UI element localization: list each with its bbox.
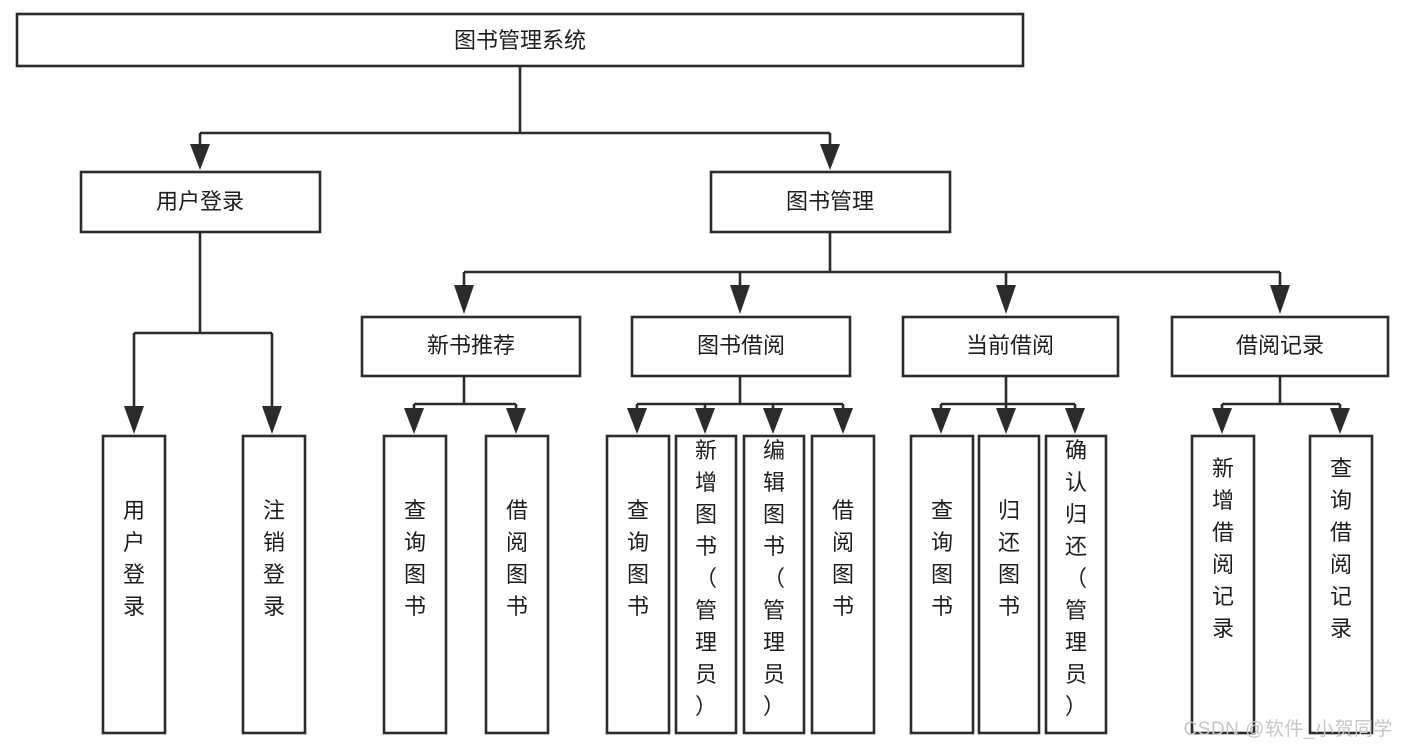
node-current-borrow-label: 当前借阅: [966, 333, 1054, 358]
node-current-borrow[interactable]: 当前借阅: [901, 315, 1120, 378]
arrow-to-leaf-user-login: [124, 406, 144, 434]
node-book-manage[interactable]: 图书管理: [709, 170, 952, 234]
node-book-borrow-label: 图书借阅: [697, 333, 785, 358]
node-leaf-user-login[interactable]: 用户登录: [101, 434, 167, 735]
node-borrow-record-box[interactable]: [1170, 315, 1390, 378]
arrow-to-leaf-add-book: [695, 408, 715, 434]
node-leaf-query-record-box[interactable]: [1308, 434, 1374, 735]
node-leaf-borrow-book-1[interactable]: 借阅图书: [484, 434, 550, 735]
connector-newbookrec-to-leaves: [404, 376, 526, 434]
node-user-login-label: 用户登录: [156, 189, 244, 214]
node-leaf-query-record-label: 查询借阅记录: [1330, 456, 1352, 641]
connector-currentborrow-to-leaves: [931, 376, 1085, 434]
node-leaf-add-book[interactable]: 新增图书（管理员）: [674, 434, 738, 735]
csdn-watermark: CSDN @软件_小贺同学: [1183, 719, 1393, 740]
node-leaf-logout-login[interactable]: 注销登录: [241, 434, 307, 735]
node-leaf-query-book-3-label: 查询图书: [931, 498, 953, 619]
node-borrow-record-label: 借阅记录: [1236, 333, 1324, 358]
arrow-to-new-book-rec: [454, 285, 474, 314]
connector-borrowrecord-to-leaves: [1212, 376, 1350, 434]
node-borrow-record[interactable]: 借阅记录: [1170, 315, 1390, 378]
node-leaf-add-record[interactable]: 新增借阅记录: [1190, 434, 1256, 735]
node-leaf-query-book-2-label: 查询图书: [627, 498, 649, 619]
node-leaf-query-book-3[interactable]: 查询图书: [909, 434, 975, 735]
node-root[interactable]: 图书管理系统: [15, 12, 1025, 68]
arrow-to-leaf-confirm-return: [1065, 408, 1085, 434]
arrow-to-leaf-query-book-2: [627, 408, 647, 434]
node-new-book-rec[interactable]: 新书推荐: [360, 315, 582, 378]
node-leaf-borrow-book-1-box[interactable]: [484, 434, 550, 735]
arrow-to-leaf-borrow-book-1: [506, 408, 526, 434]
node-leaf-query-book-2[interactable]: 查询图书: [605, 434, 671, 735]
arrow-to-leaf-edit-book: [763, 408, 783, 434]
arrow-to-leaf-query-record: [1330, 408, 1350, 434]
node-leaf-query-book-1-label: 查询图书: [404, 498, 426, 619]
node-leaf-borrow-book-2-box[interactable]: [810, 434, 876, 735]
node-current-borrow-box[interactable]: [901, 315, 1120, 378]
node-leaf-add-record-box[interactable]: [1190, 434, 1256, 735]
node-leaf-add-book-label: 新增图书（管理员）: [695, 438, 717, 719]
node-leaf-user-login-label: 用户登录: [123, 498, 145, 619]
node-new-book-rec-label: 新书推荐: [427, 333, 515, 358]
node-leaf-add-record-label: 新增借阅记录: [1212, 456, 1234, 641]
arrow-to-borrow-record: [1270, 285, 1290, 314]
node-leaf-edit-book-label: 编辑图书（管理员）: [763, 438, 785, 719]
node-leaf-confirm-return[interactable]: 确认归还（管理员）: [1044, 434, 1108, 735]
arrow-to-book-manage: [820, 144, 840, 170]
node-root-box[interactable]: [15, 12, 1025, 68]
node-book-borrow-box[interactable]: [630, 315, 852, 378]
arrow-to-current-borrow: [996, 285, 1016, 314]
node-leaf-borrow-book-2[interactable]: 借阅图书: [810, 434, 876, 735]
arrow-to-leaf-query-book-3: [931, 408, 951, 434]
node-leaf-logout-login-box[interactable]: [241, 434, 307, 735]
node-leaf-query-book-1[interactable]: 查询图书: [382, 434, 448, 735]
node-user-login[interactable]: 用户登录: [79, 170, 322, 234]
node-leaf-query-book-2-box[interactable]: [605, 434, 671, 735]
arrow-to-book-borrow: [730, 285, 750, 314]
connector-bookborrow-to-leaves: [627, 376, 853, 434]
node-leaf-query-book-1-box[interactable]: [382, 434, 448, 735]
arrow-to-leaf-logout-login: [262, 406, 282, 434]
node-leaf-return-book[interactable]: 归还图书: [977, 434, 1041, 735]
arrow-to-user-login: [190, 144, 210, 170]
node-leaf-add-book-box[interactable]: [674, 434, 738, 735]
node-book-borrow[interactable]: 图书借阅: [630, 315, 852, 378]
connector-root-to-level2: [190, 66, 840, 170]
node-user-login-box[interactable]: [79, 170, 322, 234]
node-leaf-query-record[interactable]: 查询借阅记录: [1308, 434, 1374, 735]
arrow-to-leaf-add-record: [1212, 408, 1232, 434]
node-leaf-user-login-box[interactable]: [101, 434, 167, 735]
node-leaf-borrow-book-1-label: 借阅图书: [506, 498, 528, 619]
arrow-to-leaf-query-book-1: [404, 408, 424, 434]
arrow-to-leaf-return-book: [996, 408, 1016, 434]
node-book-manage-box[interactable]: [709, 170, 952, 234]
node-leaf-borrow-book-2-label: 借阅图书: [832, 498, 854, 619]
node-leaf-logout-login-label: 注销登录: [263, 498, 285, 619]
node-leaf-return-book-label: 归还图书: [998, 498, 1020, 619]
node-leaf-edit-book-box[interactable]: [742, 434, 806, 735]
node-new-book-rec-box[interactable]: [360, 315, 582, 378]
node-book-manage-label: 图书管理: [786, 189, 874, 214]
node-leaf-confirm-return-label: 确认归还（管理员）: [1065, 438, 1087, 719]
node-leaf-confirm-return-box[interactable]: [1044, 434, 1108, 735]
node-leaf-edit-book[interactable]: 编辑图书（管理员）: [742, 434, 806, 735]
node-leaf-return-book-box[interactable]: [977, 434, 1041, 735]
arrow-to-leaf-borrow-book-2: [833, 408, 853, 434]
node-root-label: 图书管理系统: [454, 28, 586, 53]
connector-bookmanage-to-level3: [454, 232, 1290, 314]
node-leaf-query-book-3-box[interactable]: [909, 434, 975, 735]
connector-userlogin-to-leaves: [124, 232, 282, 434]
